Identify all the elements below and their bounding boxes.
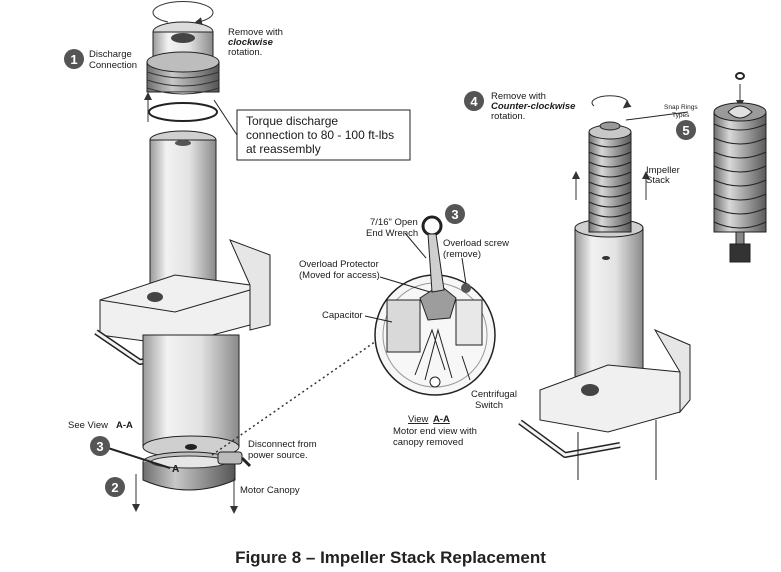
overload-protector-label-2: (Moved for access) <box>299 270 380 281</box>
screw-leader <box>461 257 467 285</box>
overload-screw-label-2: (remove) <box>443 249 481 260</box>
motor-end-view <box>374 274 496 396</box>
right-pump-assembly <box>518 95 691 480</box>
view-aa-title: View A-A <box>408 414 450 425</box>
centrifugal-switch-part <box>455 299 483 346</box>
capacitor-label: Capacitor <box>322 310 363 321</box>
disconnect-label-2: power source. <box>248 450 308 461</box>
wrench-label-2: End Wrench <box>366 228 418 239</box>
svg-text:A-A: A-A <box>433 414 450 425</box>
svg-text:A-A: A-A <box>116 420 133 431</box>
switch-leader <box>461 355 471 381</box>
callout-3-left: 3 <box>90 436 110 456</box>
svg-text:5: 5 <box>682 123 689 138</box>
remove-cw-label-1: Remove with <box>228 27 283 38</box>
snap-rings-label-2: Types <box>672 112 690 119</box>
callout-5: 5 <box>676 120 696 140</box>
wrench-label-1: 7/16" Open <box>370 217 418 228</box>
discharge-label-2: Connection <box>89 60 137 71</box>
pump-upper-body <box>149 130 217 301</box>
open-end-wrench <box>421 215 445 293</box>
capacitor-part <box>386 299 421 353</box>
svg-text:3: 3 <box>451 207 458 222</box>
wrench-leader <box>404 232 427 259</box>
impeller-stack-label-1: Impeller <box>646 165 680 176</box>
centrifugal-switch-label-1: Centrifugal <box>471 389 517 400</box>
remove-ccw-label-3: rotation. <box>491 111 525 122</box>
callout-1: 1 <box>64 49 84 69</box>
disconnect-label-1: Disconnect from <box>248 439 317 450</box>
torque-text-2: connection to 80 - 100 ft-lbs <box>246 128 394 142</box>
overload-screw-label-1: Overload screw <box>443 238 509 249</box>
overload-protector-label-1: Overload Protector <box>299 259 379 270</box>
motor-end-view-label-1: Motor end view with <box>393 426 477 437</box>
impeller-stack-mounted <box>588 95 632 233</box>
torque-text-3: at reassembly <box>246 142 321 156</box>
discharge-label-1: Discharge <box>89 49 132 60</box>
remove-cw-label-3: rotation. <box>228 47 262 58</box>
svg-text:See View: See View <box>68 420 108 431</box>
torque-text-1: Torque discharge <box>246 114 338 128</box>
snap-rings-label-1: Snap Rings <box>664 104 698 111</box>
torque-leader <box>213 99 238 136</box>
impeller-stack-removed <box>713 72 767 263</box>
left-pump-assembly <box>94 1 271 514</box>
remove-ccw-label-2: Counter-clockwise <box>491 101 576 112</box>
callout-2: 2 <box>105 477 125 497</box>
discharge-connection-part <box>146 1 220 122</box>
motor-end-view-label-2: canopy removed <box>393 437 463 448</box>
overload-screw-part <box>461 283 471 293</box>
remove-ccw-label-1: Remove with <box>491 91 546 102</box>
view-leader-dotted <box>211 329 393 456</box>
figure-caption: Figure 8 – Impeller Stack Replacement <box>235 548 546 567</box>
capacitor-leader <box>364 315 393 323</box>
protector-leader <box>379 276 431 293</box>
section-a-marker: A <box>172 464 179 475</box>
snap-ring-leader <box>625 111 689 121</box>
svg-text:1: 1 <box>70 52 77 67</box>
pump-bracket <box>94 239 271 365</box>
section-line-a <box>107 447 171 469</box>
callout-4: 4 <box>464 91 484 111</box>
torque-note-box <box>236 109 411 161</box>
svg-text:4: 4 <box>470 94 478 109</box>
remove-cw-label-2: clockwise <box>228 37 274 48</box>
callout-3-center: 3 <box>445 204 465 224</box>
svg-text:View: View <box>408 414 429 425</box>
impeller-stack-label-2: Stack <box>646 175 670 186</box>
see-view-label: See View A-A <box>68 420 133 431</box>
centrifugal-switch-label-2: Switch <box>475 400 503 411</box>
svg-text:3: 3 <box>96 439 103 454</box>
svg-text:2: 2 <box>111 480 118 495</box>
motor-housing <box>142 334 240 459</box>
motor-canopy-label: Motor Canopy <box>240 485 300 496</box>
